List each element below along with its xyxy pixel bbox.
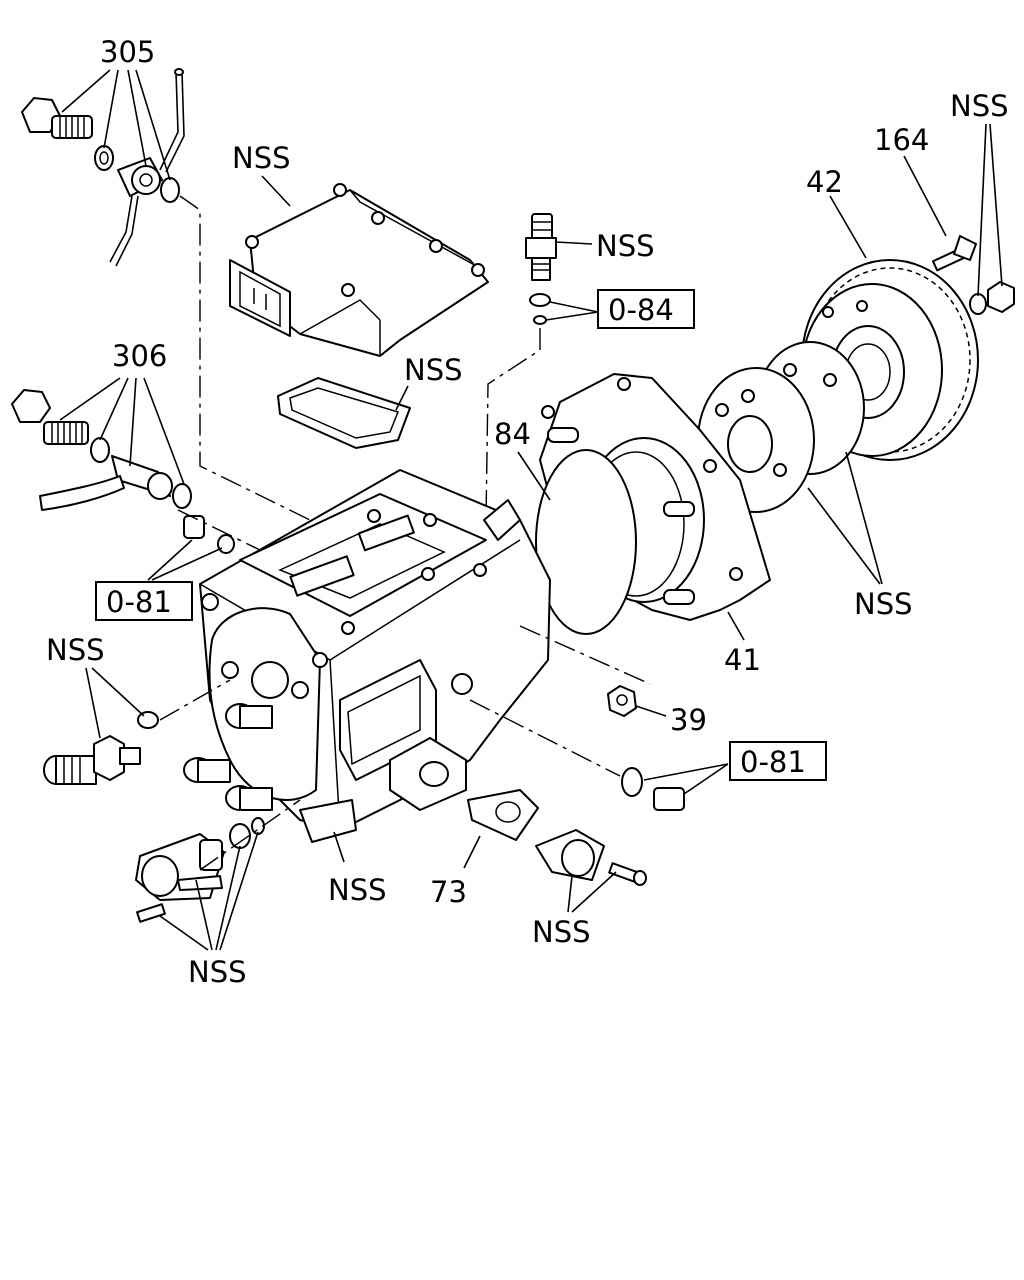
ref-box-084	[597, 289, 695, 329]
ref-box-081-right	[729, 741, 827, 781]
leader-081-right	[643, 763, 729, 795]
bolt-164-icon	[931, 235, 1015, 315]
solenoid-icon	[135, 817, 265, 923]
ref-081-right: 0-81	[740, 745, 806, 779]
control-unit-icon	[229, 183, 489, 357]
delivery-fitting-icon	[43, 711, 159, 785]
centerline-nut	[519, 625, 651, 685]
ref-box-081-left	[95, 581, 193, 621]
leader-bottom-left	[159, 831, 259, 951]
leader-081-left	[147, 539, 223, 581]
o-ring-84-icon	[535, 449, 637, 635]
centerline-305	[179, 195, 311, 521]
callout-305: 305	[100, 35, 155, 69]
ref-081-left: 0-81	[106, 585, 172, 619]
leader-nss-top-right	[977, 123, 1003, 297]
centerline-right-bolt	[469, 699, 621, 777]
callout-306: 306	[112, 339, 167, 373]
callout-nss-valve: NSS	[596, 229, 655, 263]
leader-bottom-right	[567, 871, 617, 913]
plug-bolt-icon	[183, 515, 235, 554]
leader-control-unit	[261, 175, 291, 207]
centerline-solenoid	[199, 799, 301, 871]
callout-nss-bottom-left: NSS	[188, 955, 247, 989]
ref-084: 0-84	[608, 293, 674, 327]
callout-164: 164	[874, 123, 929, 157]
injection-pump-icon	[199, 469, 551, 843]
callout-73: 73	[430, 875, 467, 909]
callout-nss-bottom-right: NSS	[532, 915, 591, 949]
bracket-icon	[535, 829, 647, 886]
leader-73	[463, 835, 481, 869]
leader-42	[829, 195, 867, 259]
callout-nss-gasket: NSS	[404, 353, 463, 387]
centerline-left-fitting	[159, 679, 231, 721]
centerline-left-plug	[177, 509, 261, 551]
leader-84	[517, 451, 551, 501]
callout-42: 42	[806, 165, 843, 199]
callout-39: 39	[670, 703, 707, 737]
leader-41	[727, 611, 745, 641]
nut-39-icon	[607, 685, 637, 717]
leader-39	[635, 705, 667, 717]
leader-left-fitting	[85, 667, 145, 739]
gasket-73-icon	[467, 789, 539, 841]
callout-84: 84	[494, 417, 531, 451]
leader-306	[59, 377, 185, 485]
leader-084	[545, 301, 599, 321]
banjo-bolt-305-icon	[21, 68, 185, 267]
outlet-fittings-icon	[183, 703, 273, 811]
callout-nss-top-right: NSS	[950, 89, 1009, 123]
leader-valve	[555, 241, 593, 245]
centerline-valve	[485, 328, 541, 521]
leader-bottom-center	[333, 831, 345, 863]
callout-nss-plates: NSS	[854, 587, 913, 621]
callout-nss-control-unit: NSS	[232, 141, 291, 175]
callout-nss-bottom-center: NSS	[328, 873, 387, 907]
callout-nss-left-fitting: NSS	[46, 633, 105, 667]
banjo-bolt-306-icon	[11, 389, 192, 511]
callout-41: 41	[724, 643, 761, 677]
valve-icon	[525, 213, 557, 325]
gasket-icon	[277, 377, 411, 449]
leader-gasket	[395, 385, 409, 411]
leader-nss-plates	[807, 451, 883, 585]
leader-164	[903, 155, 947, 237]
leader-305	[61, 69, 171, 181]
bolt-washer-icon	[621, 767, 685, 811]
